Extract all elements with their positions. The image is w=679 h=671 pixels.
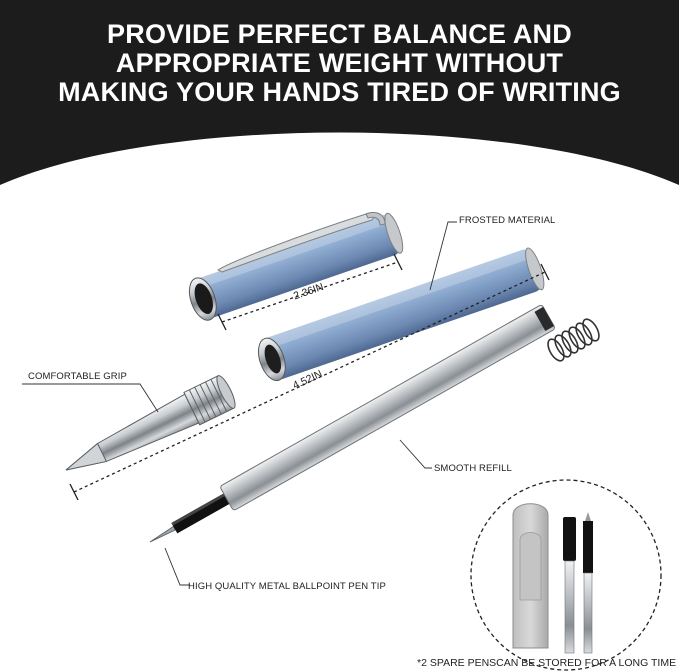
headline-line-1: PROVIDE PERFECT BALANCE AND xyxy=(107,19,572,49)
label-comfortable-grip: COMFORTABLE GRIP xyxy=(28,371,127,382)
spare-refills-note: *2 SPARE PENSCAN BE STORED FOR A LONG TI… xyxy=(417,657,677,669)
header-banner: PROVIDE PERFECT BALANCE AND APPROPRIATE … xyxy=(0,0,679,200)
headline-line-2: APPROPRIATE WEIGHT WITHOUT xyxy=(115,48,564,78)
storage-pouch xyxy=(512,503,549,649)
headline: PROVIDE PERFECT BALANCE AND APPROPRIATE … xyxy=(0,20,679,107)
pen-cap xyxy=(188,211,404,321)
spare-refill-1 xyxy=(563,517,576,654)
label-leaders xyxy=(22,221,457,586)
banner-background xyxy=(0,0,679,185)
ink-refill xyxy=(149,304,600,543)
label-pen-tip: HIGH QUALITY METAL BALLPOINT PEN TIP xyxy=(188,581,386,592)
pen-grip xyxy=(65,375,236,471)
dimension-ticks xyxy=(69,253,550,501)
label-smooth-refill: SMOOTH REFILL xyxy=(434,463,512,474)
dimension-lines xyxy=(73,261,546,493)
spare-refill-2 xyxy=(583,512,593,654)
refill-spring xyxy=(547,318,600,362)
pen-barrel xyxy=(257,247,545,382)
label-frosted-material: FROSTED MATERIAL xyxy=(459,215,556,226)
inset-circle xyxy=(470,479,662,671)
headline-line-3: MAKING YOUR HANDS TIRED OF WRITING xyxy=(58,77,621,107)
